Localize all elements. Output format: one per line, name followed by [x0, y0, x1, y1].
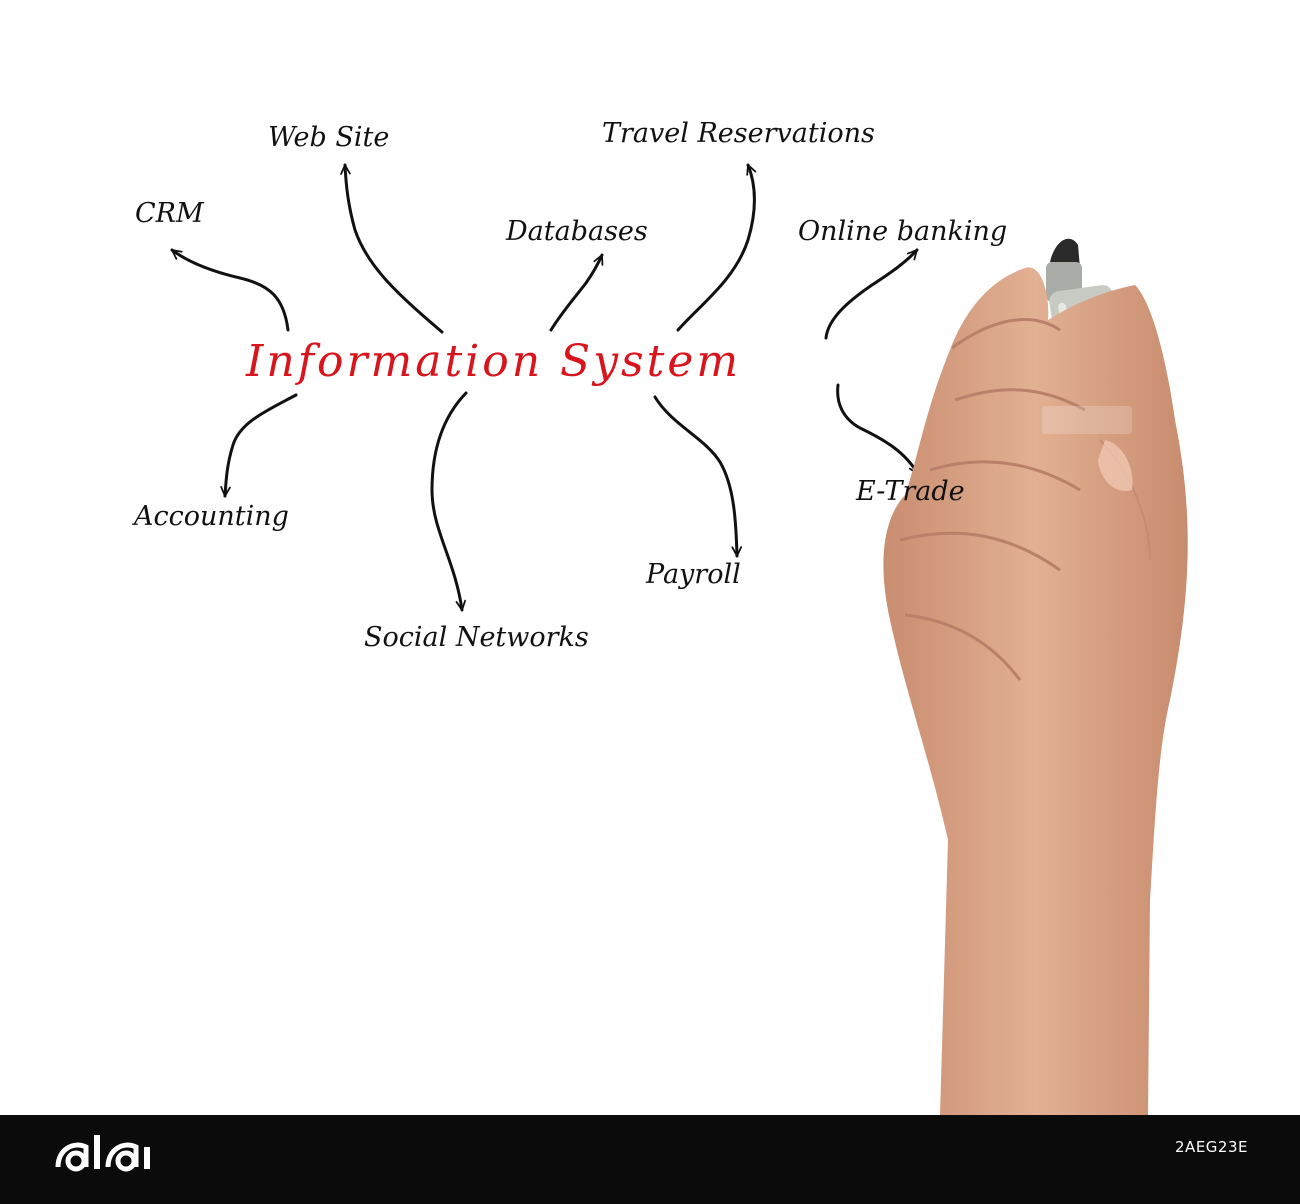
arrow-to-social-networks — [430, 391, 468, 610]
node-e-trade: E-Trade — [856, 476, 965, 507]
alamy-logo — [55, 1135, 150, 1172]
footer-bar — [0, 1115, 1300, 1204]
node-databases: Databases — [506, 216, 648, 247]
arrow-to-crm — [172, 248, 290, 332]
diagram-canvas — [0, 0, 1188, 1115]
arrow-to-databases — [549, 255, 604, 332]
arrow-to-web-site — [345, 163, 444, 334]
arrow-to-accounting — [225, 393, 298, 498]
watermark-logo — [1042, 406, 1132, 434]
node-payroll: Payroll — [646, 559, 741, 590]
node-social-networks: Social Networks — [364, 622, 589, 653]
image-id-text: 2AEG23E — [1175, 1138, 1248, 1156]
hand-illustration — [883, 267, 1188, 1115]
node-travel-reservations: Travel Reservations — [602, 118, 875, 149]
arrow-to-travel-reservations — [676, 165, 754, 332]
node-crm: CRM — [135, 198, 204, 229]
node-accounting: Accounting — [134, 501, 289, 532]
arrow-to-online-banking — [824, 248, 919, 340]
arrow-to-e-trade — [836, 383, 920, 474]
node-online-banking: Online banking — [798, 216, 1008, 247]
center-title: Information System — [246, 336, 742, 387]
arrow-to-payroll — [653, 395, 737, 558]
node-web-site: Web Site — [268, 122, 390, 153]
